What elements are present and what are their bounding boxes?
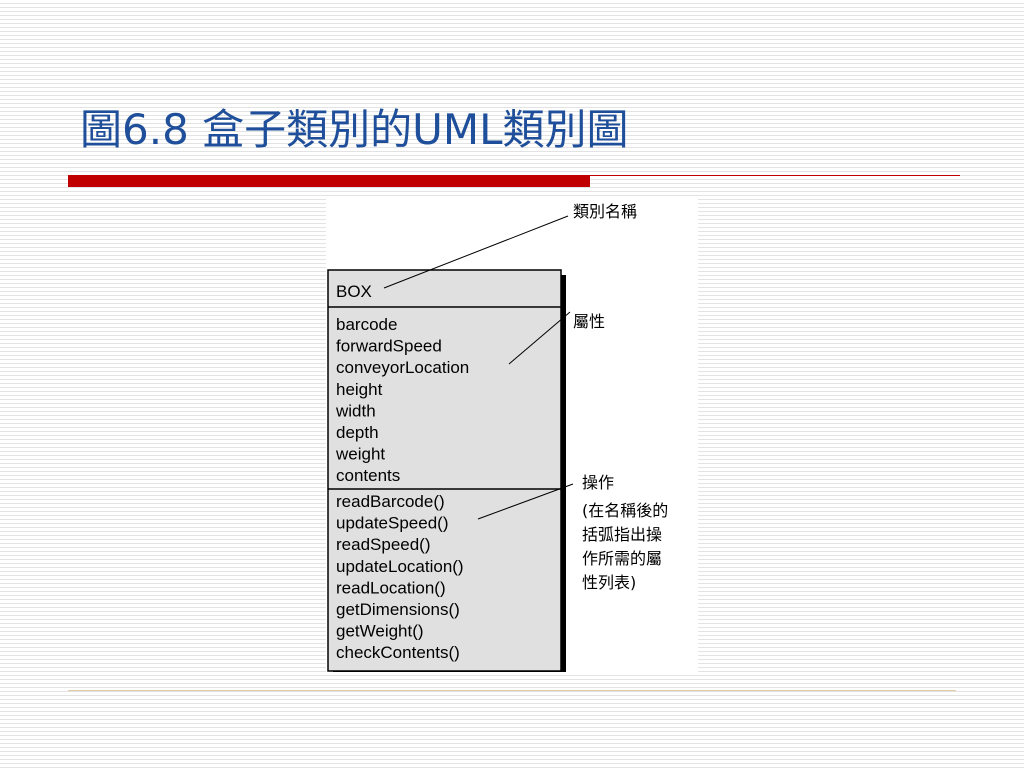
- footer-rule: [68, 690, 956, 691]
- class-name-callout: 類別名稱: [573, 202, 637, 221]
- attributes-leader-line: [508, 311, 571, 365]
- class-box: [327, 269, 562, 672]
- operation-item: updateLocation(): [336, 557, 464, 576]
- title-underline-thin: [590, 175, 960, 176]
- operation-item: readLocation(): [336, 578, 446, 597]
- uml-diagram-canvas: BOX barcode forwardSpeed conveyorLocation h…: [327, 202, 668, 672]
- attribute-item: barcode: [336, 315, 397, 334]
- slide-title: 圖6.8 盒子類別的UML類別圖: [80, 105, 629, 154]
- uml-diagram: BOX barcode forwardSpeed conveyorLocation h…: [326, 196, 698, 672]
- attribute-item: weight: [335, 445, 385, 464]
- operations-note-line: (在名稱後的: [582, 501, 668, 520]
- attribute-item: forwardSpeed: [336, 337, 442, 356]
- attribute-item: depth: [336, 423, 379, 442]
- operation-item: updateSpeed(): [336, 514, 448, 533]
- attribute-item: contents: [336, 466, 400, 485]
- attributes-callout: 屬性: [573, 312, 605, 331]
- class-name: BOX: [336, 282, 372, 301]
- operation-item: readBarcode(): [336, 492, 445, 511]
- operation-item: readSpeed(): [336, 535, 431, 554]
- operations-note-line: 括弧指出操: [582, 525, 662, 544]
- attribute-list: barcode forwardSpeed conveyorLocation heigh…: [335, 315, 469, 485]
- operations-callout-title: 操作: [582, 473, 614, 492]
- attribute-item: height: [336, 380, 383, 399]
- operations-note-line: 作所需的屬: [582, 549, 662, 568]
- operation-item: getWeight(): [336, 622, 424, 641]
- attribute-item: width: [335, 401, 376, 420]
- operation-item: getDimensions(): [336, 600, 460, 619]
- operations-leader-line: [477, 483, 574, 520]
- class-name-leader-line: [383, 215, 569, 289]
- operation-list: readBarcode() updateSpeed() readSpeed() upd…: [336, 492, 464, 662]
- attribute-item: conveyorLocation: [336, 358, 469, 377]
- operations-note-line: 性列表): [582, 573, 636, 592]
- title-underline-thick: [68, 175, 590, 187]
- operation-item: checkContents(): [336, 643, 460, 662]
